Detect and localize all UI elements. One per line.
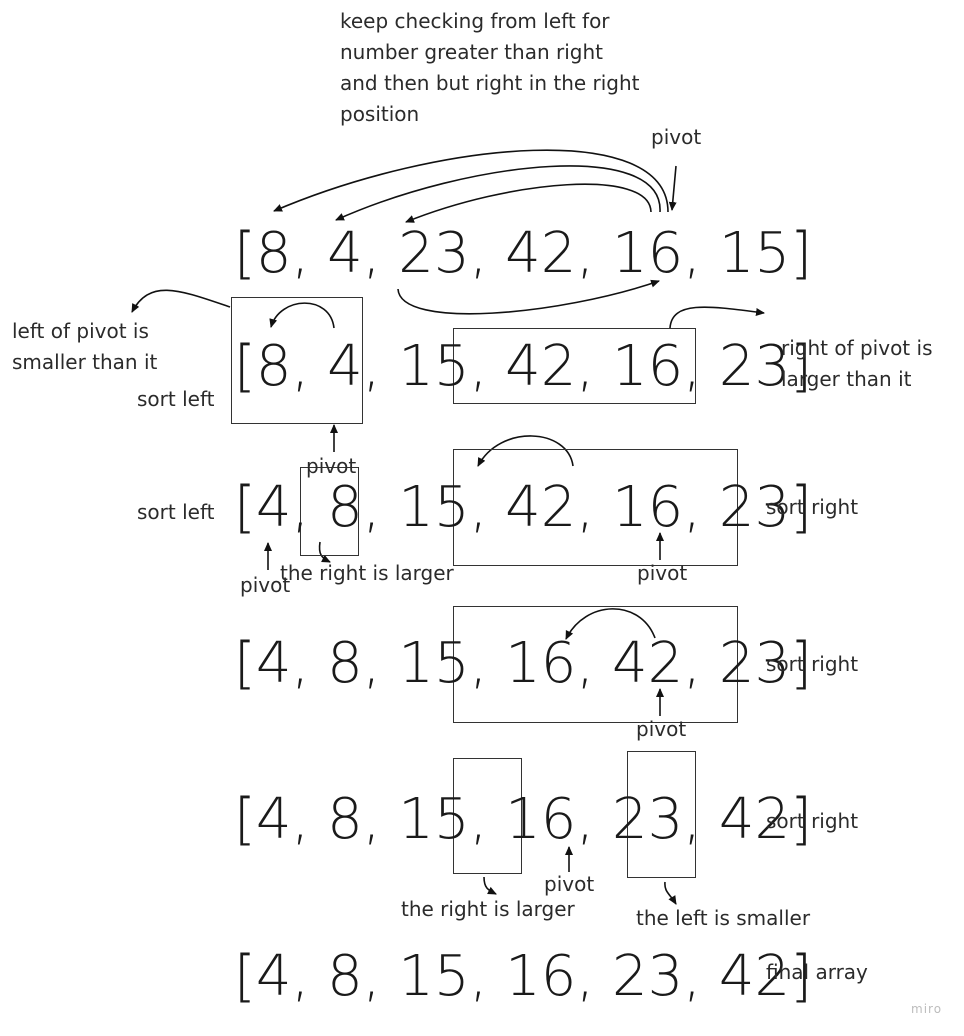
right-of-pivot-label: right of pivot is larger than it <box>781 336 933 391</box>
pivot-label-row3-mid: pivot <box>306 454 357 478</box>
arrow-pivot-to-4 <box>335 165 661 221</box>
row4-right-box <box>453 606 738 723</box>
sort-left-label-1: sort left <box>137 387 215 411</box>
arrow-row2-left-swap <box>269 302 335 329</box>
the-right-is-larger-label-1: the right is larger <box>280 561 454 585</box>
array-row-1: [8, 4, 23, 42, 16, 15] <box>234 221 812 286</box>
arrow-row3-right-swap <box>477 435 574 467</box>
array-row-4: [4, 8, 15, 16, 42, 23] <box>234 631 812 696</box>
row2-right-box <box>453 328 696 404</box>
top-note: keep checking from left for number great… <box>340 9 640 126</box>
arrow-pivot-to-8 <box>273 149 669 213</box>
left-of-pivot-label: left of pivot is smaller than it <box>12 319 158 374</box>
arrow-pivot-label <box>668 165 677 211</box>
array-final: [4, 8, 15, 16, 23, 42] <box>234 944 812 1009</box>
sort-left-label-2: sort left <box>137 500 215 524</box>
array-row-5: [4, 8, 15, 16, 23, 42] <box>234 787 812 852</box>
the-left-is-smaller-label: the left is smaller <box>636 906 811 930</box>
the-right-is-larger-label-2: the right is larger <box>401 897 575 921</box>
array-row-3: [4, 8, 15, 42, 16, 23] <box>234 475 812 540</box>
row5-42-box <box>627 751 696 878</box>
array-row-2: [8, 4, 15, 42, 16, 23] <box>234 334 812 399</box>
arrow-swap-23-15 <box>397 279 660 315</box>
sort-right-label-3: sort right <box>766 809 859 833</box>
miro-watermark: miro <box>911 1002 943 1016</box>
sort-right-label-2: sort right <box>766 652 859 676</box>
final-array-label: final array <box>766 960 868 984</box>
arrow-row5-left-smaller <box>664 881 677 905</box>
pivot-label-top: pivot <box>651 125 702 149</box>
pivot-label-row3-right: pivot <box>637 561 688 585</box>
row5-16-box <box>453 758 522 874</box>
arrow-left-of-pivot <box>131 289 231 313</box>
pivot-label-row3-left: pivot <box>240 573 291 597</box>
arrow-right-of-pivot <box>669 306 765 329</box>
sort-right-label-1: sort right <box>766 495 859 519</box>
pivot-label-row5: pivot <box>544 872 595 896</box>
row3-right-box <box>453 449 738 566</box>
arrow-row4-swap <box>565 608 656 640</box>
row2-left-box <box>231 297 363 424</box>
pivot-label-row4: pivot <box>636 717 687 741</box>
arrow-pivot-to-23 <box>405 183 652 223</box>
arrow-row5-right-larger <box>483 876 497 895</box>
row3-pivot-box <box>300 467 359 556</box>
